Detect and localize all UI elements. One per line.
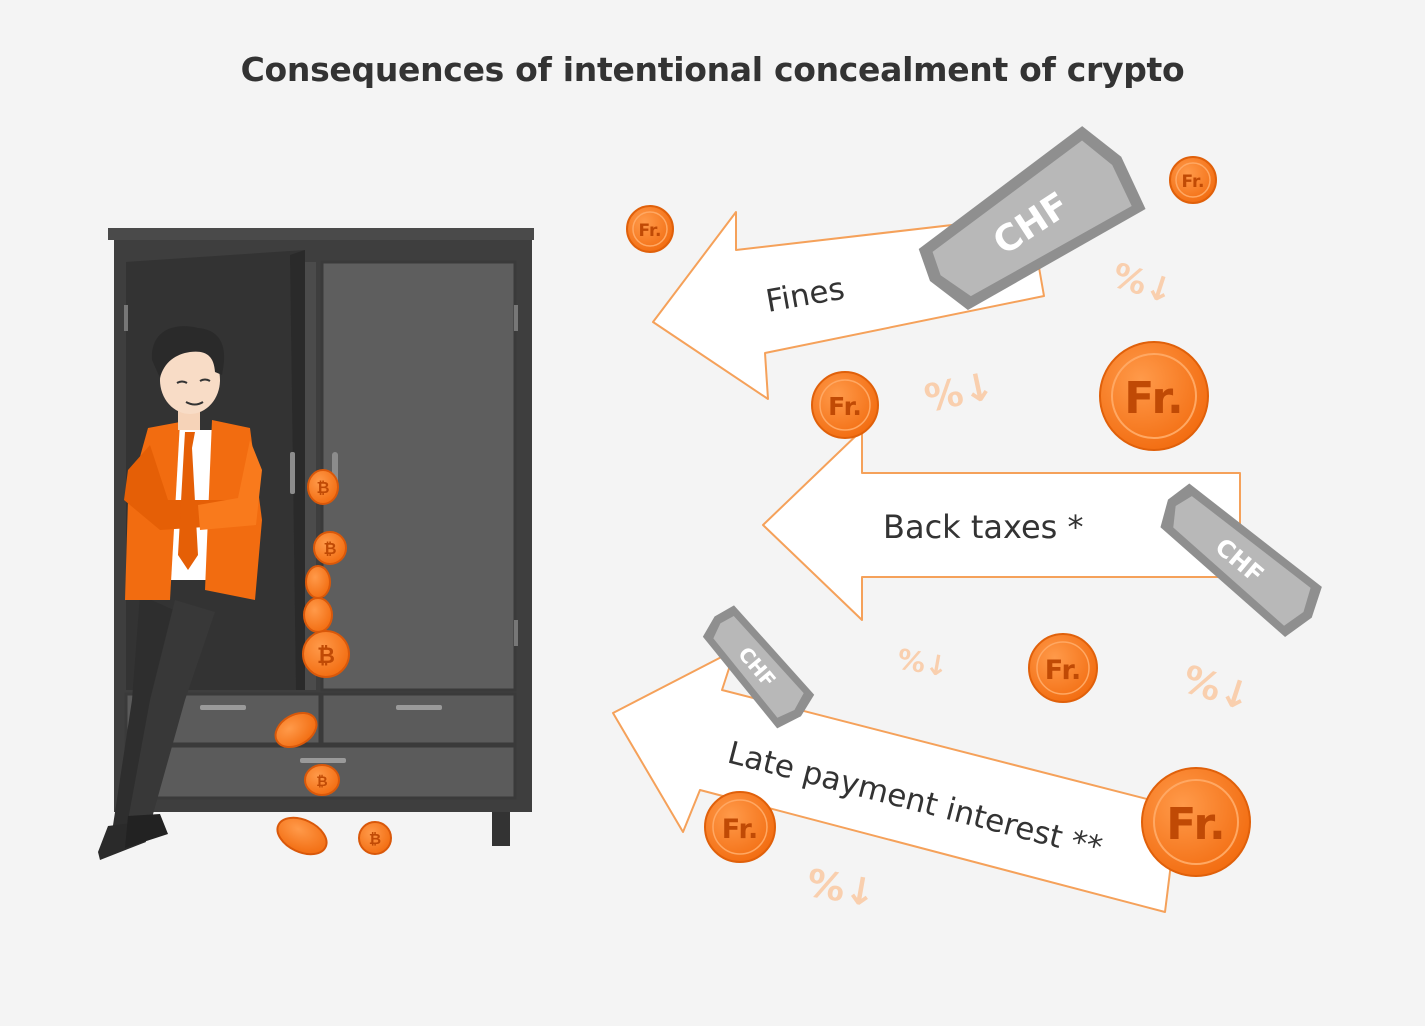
percent-down-icon: %↓ [803, 861, 880, 916]
bitcoin-coin-icon: ₿ [302, 630, 350, 678]
svg-text:Fr.: Fr. [828, 392, 862, 421]
svg-text:Fr.: Fr. [1045, 655, 1081, 686]
bitcoin-coin-icon [305, 565, 331, 599]
franc-coin-icon: Fr. [1169, 156, 1217, 204]
bitcoin-coin-icon [274, 711, 318, 749]
svg-text:Fr.: Fr. [639, 221, 662, 241]
arrow-late-payment: Late payment interest ** [612, 649, 1179, 913]
svg-text:Fr.: Fr. [1182, 172, 1205, 192]
svg-text:Fr.: Fr. [1166, 799, 1225, 850]
svg-text:₿: ₿ [317, 644, 335, 669]
bitcoin-coin-icon: ₿ [358, 821, 392, 855]
banknote-icon: CHF [702, 605, 815, 729]
man-figure [98, 326, 262, 860]
percent-down-icon: %↓ [1107, 256, 1179, 313]
page-title: Consequences of intentional concealment … [240, 50, 1185, 89]
bitcoin-coin-icon [276, 816, 328, 856]
franc-coin-icon: Fr. [1028, 633, 1098, 703]
svg-text:Fr.: Fr. [722, 814, 758, 845]
bitcoin-coins: ₿ ₿ ₿ ₿ ₿ [274, 469, 392, 856]
banknote-icon: CHF [918, 126, 1146, 311]
percent-down-icon: %↓ [895, 642, 951, 683]
arrow-label-back-taxes: Back taxes * [883, 508, 1084, 546]
arrow-back-taxes: Back taxes * [762, 429, 1241, 621]
franc-coin-icon: Fr. [1099, 341, 1209, 451]
svg-text:₿: ₿ [369, 830, 381, 848]
franc-coin-icon: Fr. [704, 791, 776, 863]
percent-down-icon: %↓ [1177, 657, 1257, 720]
franc-coins: Fr. Fr. Fr. Fr. Fr. Fr. Fr. [626, 156, 1251, 877]
bitcoin-coin-icon: ₿ [313, 531, 347, 565]
franc-coin-icon: Fr. [811, 371, 879, 439]
bitcoin-coin-icon [303, 597, 333, 633]
bitcoin-coin-icon: ₿ [307, 469, 339, 505]
svg-text:Fr.: Fr. [1124, 373, 1183, 424]
banknote-icon: CHF [1160, 483, 1322, 637]
svg-text:₿: ₿ [323, 539, 336, 558]
franc-coin-icon: Fr. [626, 205, 674, 253]
franc-coin-icon: Fr. [1141, 767, 1251, 877]
svg-text:₿: ₿ [316, 478, 329, 497]
svg-text:₿: ₿ [316, 774, 327, 790]
percent-down-icon: %↓ [921, 363, 999, 421]
bitcoin-coin-icon: ₿ [304, 764, 340, 796]
